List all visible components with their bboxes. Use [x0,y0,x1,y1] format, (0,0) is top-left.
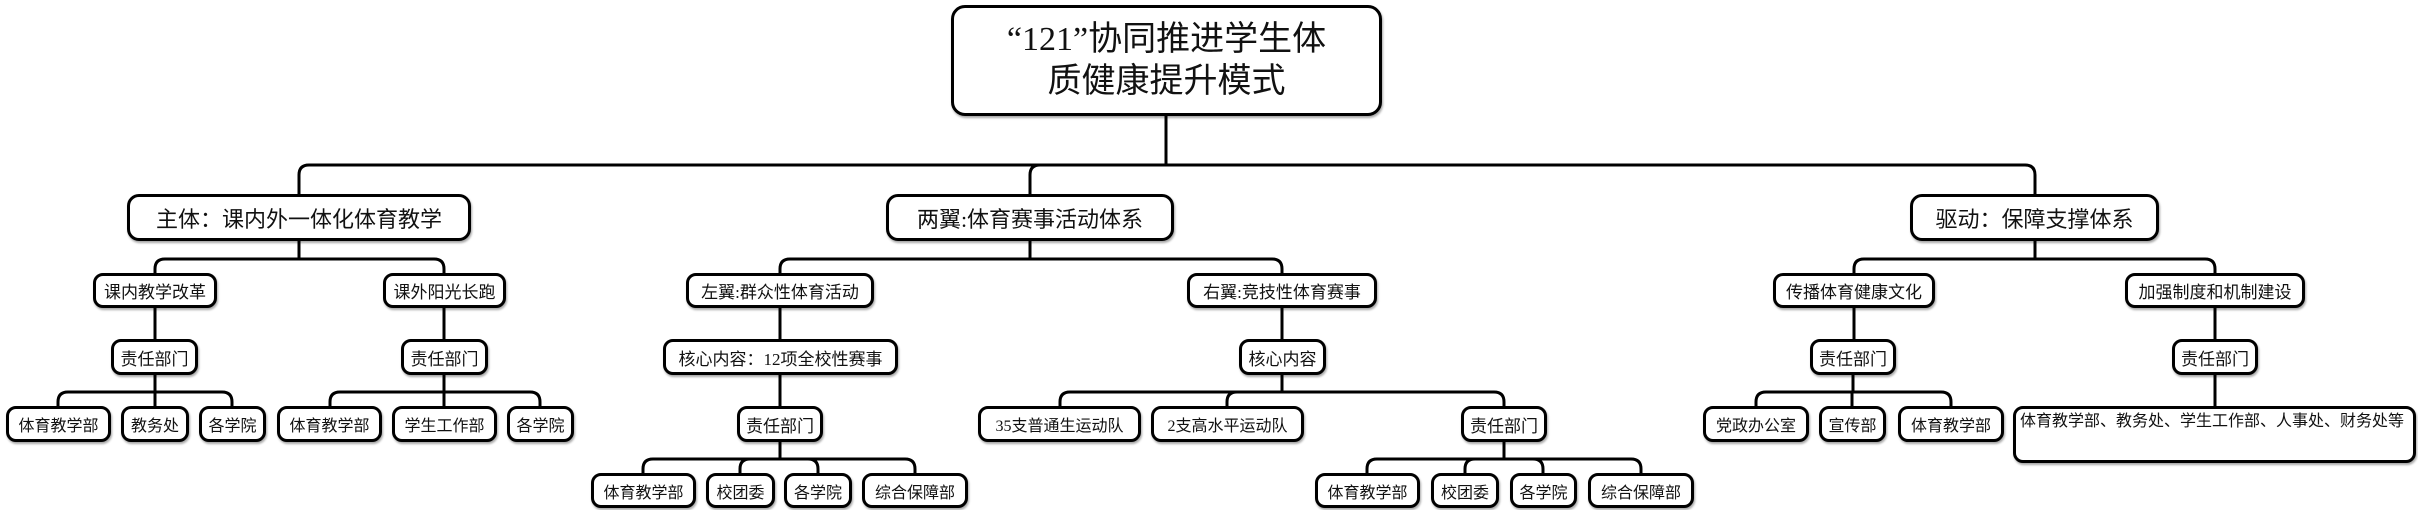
dept-leaf: 体育教学部 [6,406,111,442]
connector [778,257,1030,273]
node-health-culture: 传播体育健康文化 [1773,273,1935,308]
dept-leaf: 教务处 [121,406,189,442]
dept-leaf: 综合保障部 [1588,473,1694,508]
connector [738,457,780,473]
core-item: 35支普通生运动队 [978,406,1141,442]
dept-leaf: 校团委 [706,473,775,508]
dept-leaf: 学生工作部 [392,406,497,442]
node-left-wing: 左翼:群众性体育活动 [686,273,874,308]
node-system-building: 加强制度和机制建设 [2125,273,2305,308]
connector [1058,390,1282,406]
root-title-line2: 质健康提升模式 [1047,62,1286,100]
connector [1504,457,1545,473]
node-in-class-reform: 课内教学改革 [93,273,217,308]
connector [780,457,917,473]
dept-leaf: 体育教学部 [277,406,382,442]
dept-leaf: 各学院 [1510,473,1577,508]
connector [1225,390,1282,406]
branch-main-body: 主体：课内外一体化体育教学 [127,194,471,241]
connector [1852,257,2035,273]
dept-leaf: 综合保障部 [862,473,968,508]
connector [1754,390,1853,406]
dept-leaf: 各学院 [199,406,266,442]
connector [328,390,444,406]
root-node: “121”协同推进学生体 质健康提升模式 [951,5,1382,116]
connector [299,257,446,273]
connector [1504,457,1643,473]
node-right-core: 核心内容 [1239,339,1326,375]
connector [1853,390,1953,406]
dept-header: 责任部门 [2172,339,2258,375]
dept-leaf: 体育教学部 [1898,406,2004,442]
root-title-line1: “121”协同推进学生体 [1006,20,1327,58]
connector [780,457,820,473]
dept-leaf: 各学院 [507,406,574,442]
connector [155,390,234,406]
dept-header: 责任部门 [1810,339,1896,375]
connector [1365,457,1504,473]
dept-leaf: 各学院 [784,473,852,508]
connector [1282,390,1506,406]
dept-leaf: 党政办公室 [1703,406,1809,442]
connector [1028,163,1166,194]
connector [1166,163,2037,194]
branch-driver-support: 驱动：保障支撑体系 [1910,194,2159,241]
connector [56,390,155,406]
branch-two-wings: 两翼:体育赛事活动体系 [886,194,1174,241]
node-outdoor-running: 课外阳光长跑 [383,273,506,308]
connector [297,163,1166,194]
connector [153,257,299,273]
node-left-core: 核心内容：12项全校性赛事 [663,339,898,375]
node-right-wing: 右翼:竞技性体育赛事 [1187,273,1377,308]
connector [1030,257,1284,273]
dept-header: 责任部门 [1461,406,1547,442]
connector [2035,257,2217,273]
dept-header: 责任部门 [401,339,488,375]
dept-header: 责任部门 [737,406,823,442]
dept-leaf: 体育教学部 [591,473,696,508]
dept-leaf-multi: 体育教学部、教务处、学生工作部、人事处、财务处等 [2013,406,2416,463]
dept-leaf: 校团委 [1431,473,1499,508]
dept-header: 责任部门 [111,339,198,375]
core-item: 2支高水平运动队 [1151,406,1304,442]
connector [444,390,542,406]
connector [1463,457,1504,473]
dept-leaf: 体育教学部 [1315,473,1420,508]
connector [641,457,780,473]
dept-leaf: 宣传部 [1819,406,1886,442]
